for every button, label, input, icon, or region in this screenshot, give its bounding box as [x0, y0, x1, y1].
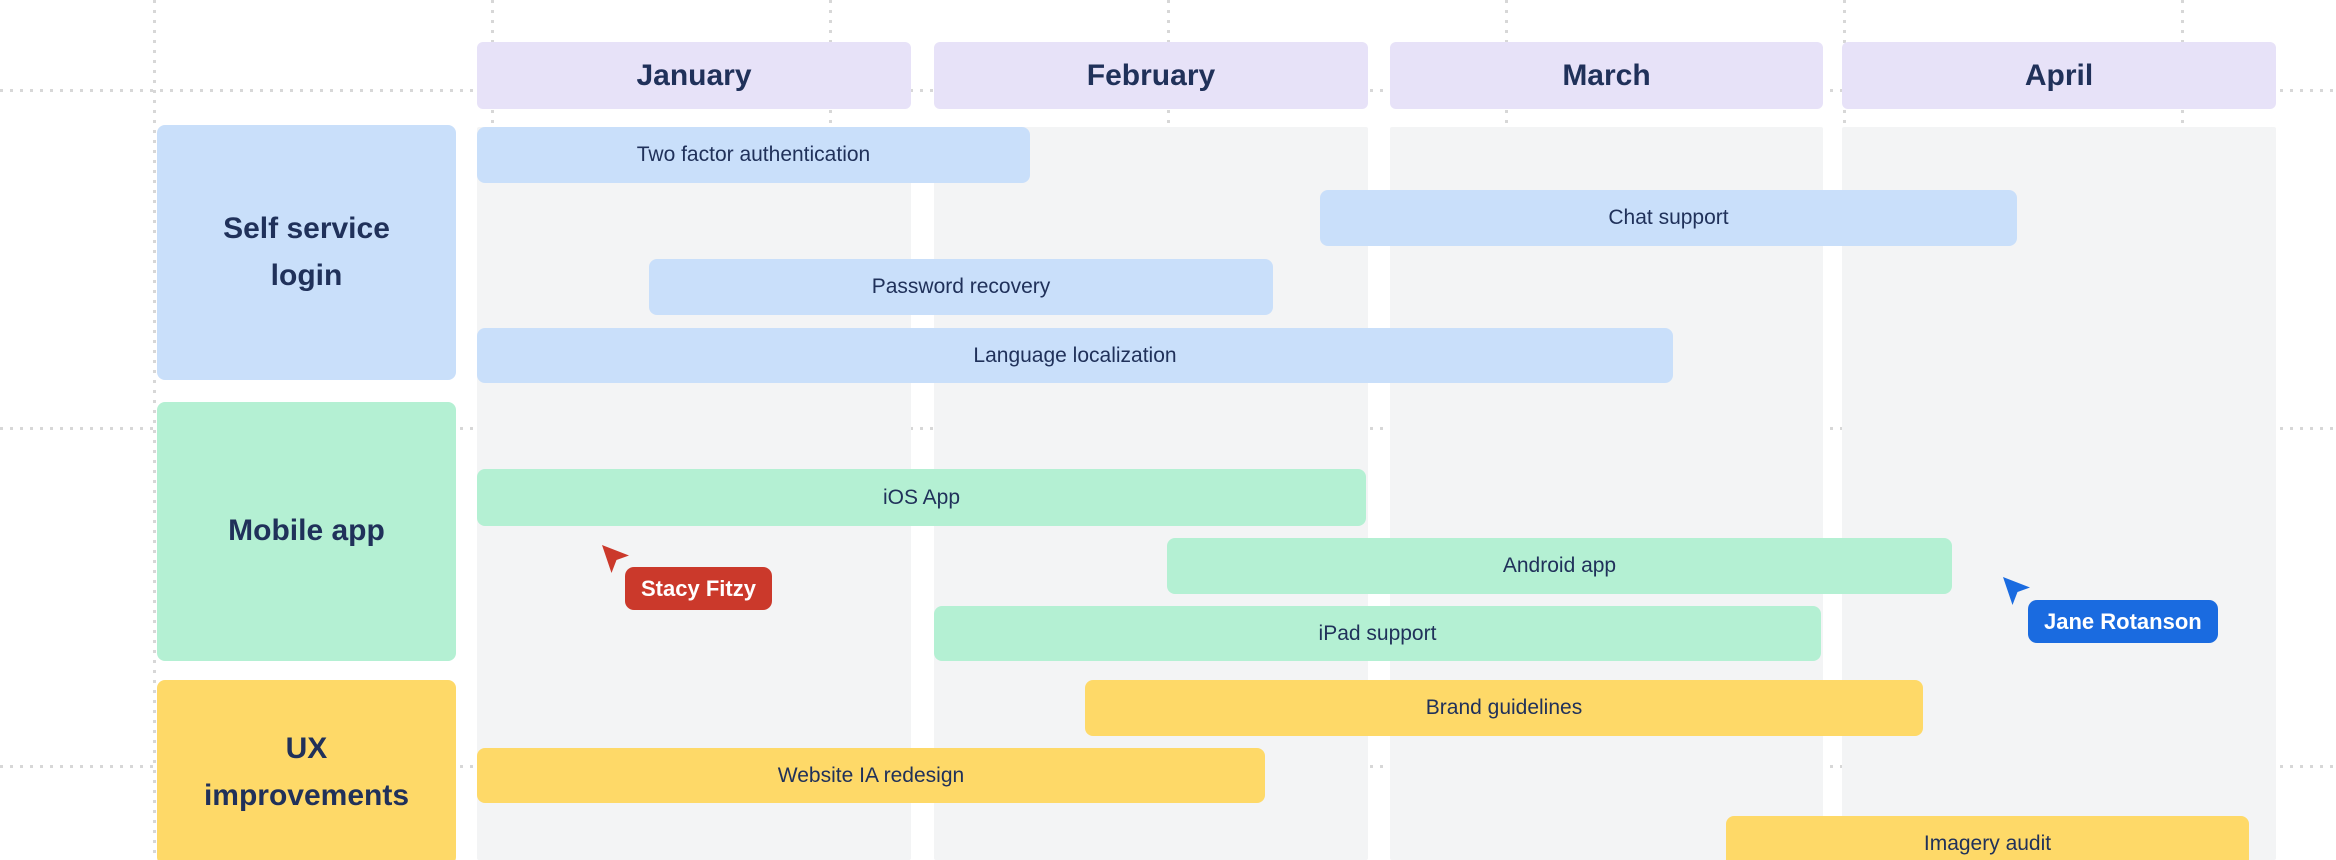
task-bar-android-app[interactable]: Android app [1167, 538, 1952, 594]
cursor-pointer-icon [2003, 577, 2030, 605]
collaborator-cursor-jane-rotanson: Jane Rotanson [2001, 575, 2218, 643]
collaborator-cursor-stacy-fitzy: Stacy Fitzy [600, 543, 772, 610]
task-bar-brand-guidelines[interactable]: Brand guidelines [1085, 680, 1923, 736]
task-bar-language-localization[interactable]: Language localization [477, 328, 1673, 383]
cursor-pointer-icon [602, 545, 629, 573]
month-column-march [1390, 127, 1823, 860]
task-bar-website-ia-redesign[interactable]: Website IA redesign [477, 748, 1265, 803]
month-header-january[interactable]: January [477, 42, 911, 109]
month-header-february[interactable]: February [934, 42, 1368, 109]
cursor-name-badge: Jane Rotanson [2028, 600, 2218, 643]
workstream-label-self-service-login[interactable]: Self service login [157, 125, 456, 380]
task-bar-ios-app[interactable]: iOS App [477, 469, 1366, 526]
month-column-april [1842, 127, 2276, 860]
task-bar-chat-support[interactable]: Chat support [1320, 190, 2017, 246]
month-header-april[interactable]: April [1842, 42, 2276, 109]
grid-vertical-line [153, 0, 156, 860]
task-bar-two-factor-authentication[interactable]: Two factor authentication [477, 127, 1030, 183]
task-bar-ipad-support[interactable]: iPad support [934, 606, 1821, 661]
workstream-label-mobile-app[interactable]: Mobile app [157, 402, 456, 661]
task-bar-password-recovery[interactable]: Password recovery [649, 259, 1273, 315]
task-bar-imagery-audit[interactable]: Imagery audit [1726, 816, 2249, 860]
month-header-march[interactable]: March [1390, 42, 1823, 109]
workstream-label-ux-improvements[interactable]: UX improvements [157, 680, 456, 860]
cursor-name-badge: Stacy Fitzy [625, 567, 772, 610]
